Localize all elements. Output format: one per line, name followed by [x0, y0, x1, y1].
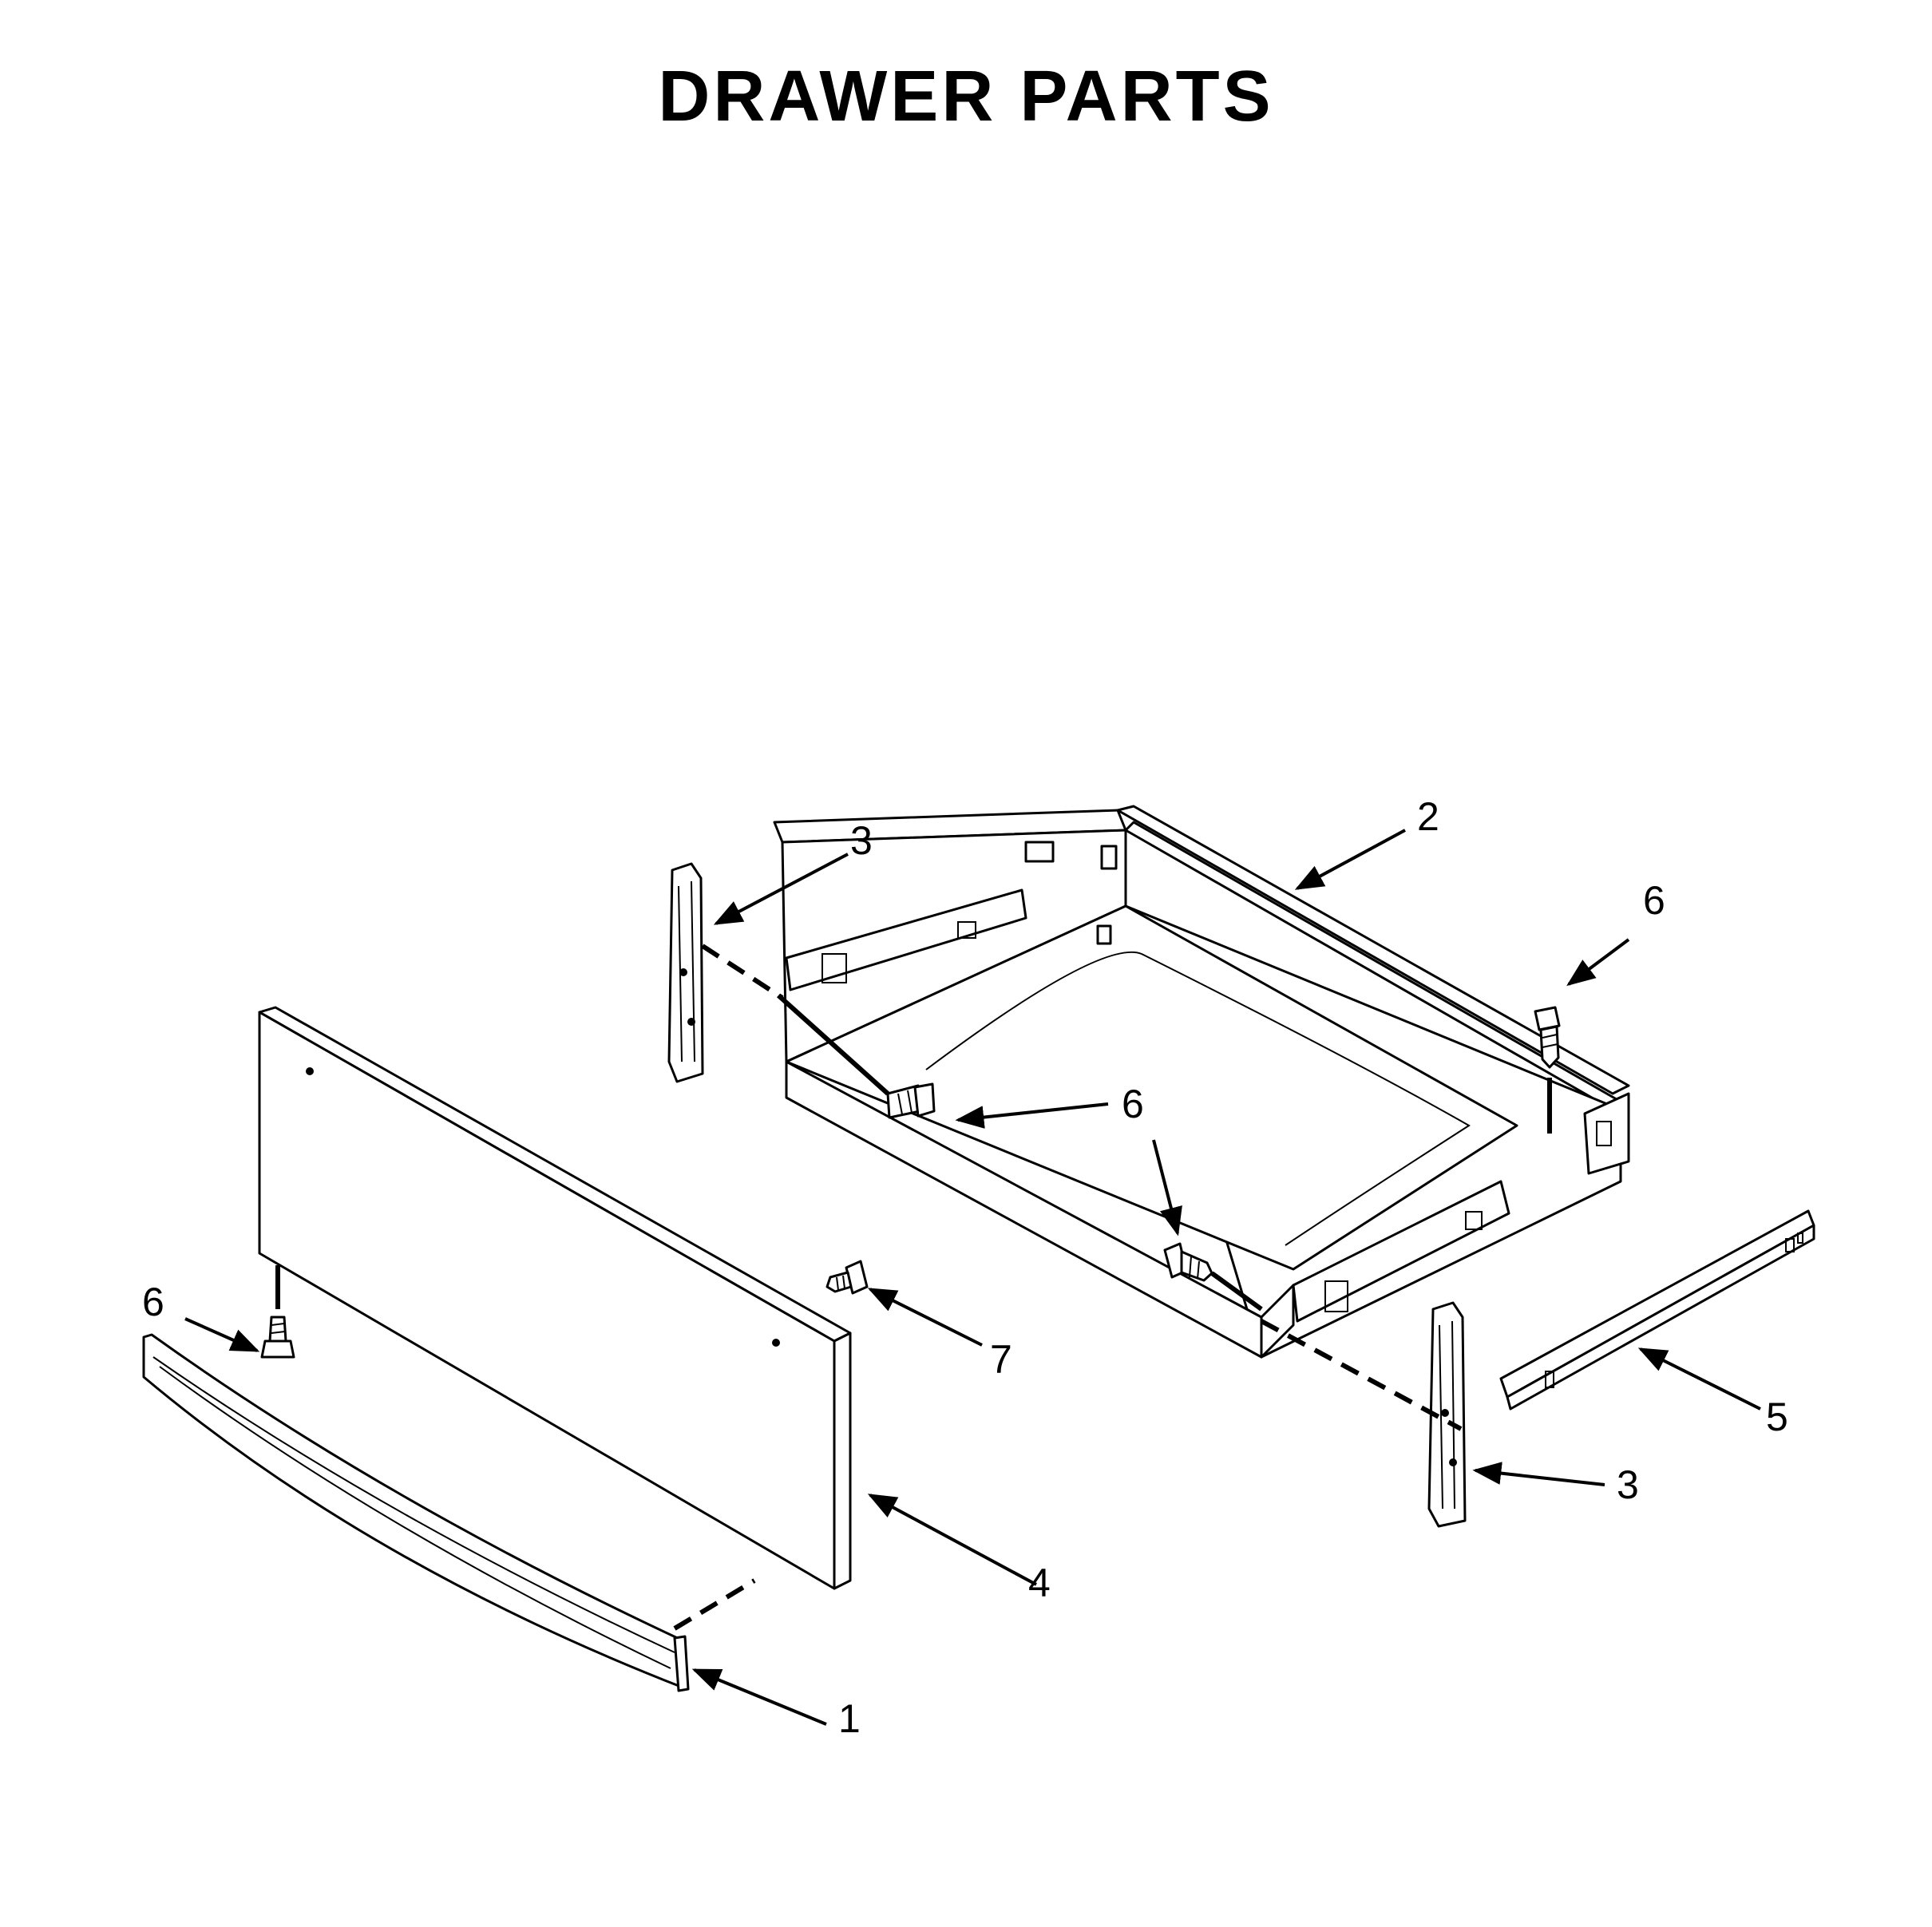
leader-arrow-5 [1637, 1347, 1761, 1411]
page-title: DRAWER PARTS [658, 57, 1274, 137]
slide-rail-part-5 [1499, 1209, 1815, 1411]
screw-part-6-left-wall [886, 1082, 936, 1119]
glide-part-3-right [1427, 1301, 1467, 1528]
callout-5: 5 [1766, 1395, 1788, 1439]
drawer-body-part-2 [773, 805, 1630, 1359]
leader-arrow-6-left-wall [955, 1102, 1109, 1129]
leader-arrow-7 [867, 1288, 983, 1347]
callout-6-handle: 6 [142, 1280, 164, 1324]
leader-arrow-4 [867, 1494, 1037, 1586]
callout-1: 1 [838, 1696, 861, 1741]
leader-arrow-1 [691, 1668, 827, 1726]
drawer-front-part-4 [258, 1006, 852, 1590]
glide-part-3-left [667, 862, 704, 1083]
leader-arrow-6-front-wall [1152, 1139, 1182, 1237]
callout-3-upper: 3 [850, 818, 873, 863]
leader-arrows [184, 829, 1761, 1726]
callout-3-lower: 3 [1617, 1462, 1639, 1507]
screw-part-6-front-wall [1163, 1242, 1213, 1282]
leader-arrow-3-lower [1472, 1462, 1605, 1486]
leader-arrow-2 [1294, 829, 1406, 890]
leader-arrow-6-rear [1566, 938, 1630, 987]
callout-numbers: 2 3 6 6 6 7 5 3 4 1 6 [142, 794, 1788, 1741]
leader-arrow-3-upper [713, 853, 849, 925]
callout-6-rear: 6 [1643, 878, 1665, 923]
leader-arrow-6-handle [184, 1317, 260, 1352]
callout-4: 4 [1028, 1561, 1051, 1605]
screw-part-7 [825, 1260, 869, 1295]
screw-part-6-handle [260, 1316, 295, 1359]
assembly-lines [275, 944, 1552, 1631]
handle-part-1 [142, 1333, 690, 1692]
callout-6-left-wall: 6 [1122, 1082, 1144, 1126]
callout-2: 2 [1417, 794, 1439, 839]
screw-part-6-rear [1534, 1006, 1561, 1069]
callout-7: 7 [990, 1337, 1012, 1382]
